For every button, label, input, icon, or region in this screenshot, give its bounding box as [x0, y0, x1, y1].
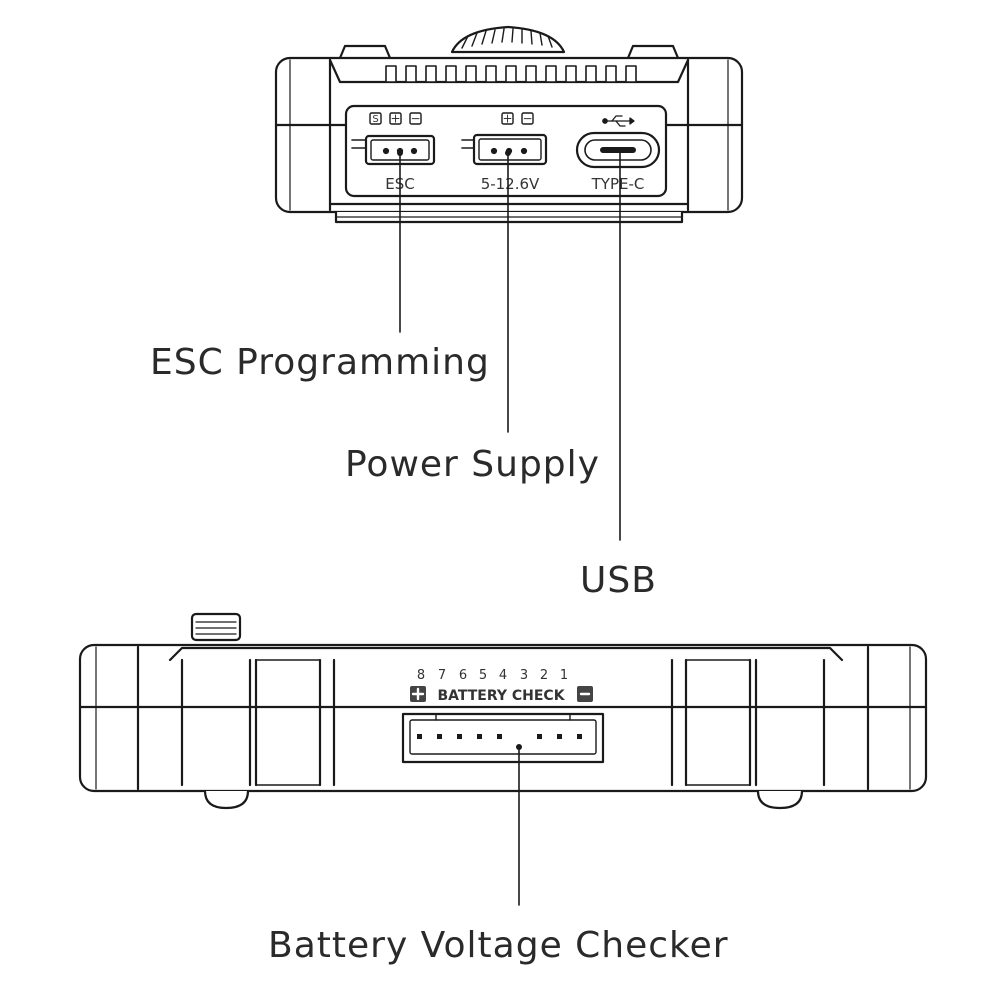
esc-port-symbol-plus: + [390, 112, 400, 126]
usb-callout: USB [580, 560, 657, 601]
pin-number-6: 6 [459, 668, 467, 683]
balance-connector [401, 712, 605, 764]
bottom-view-device [78, 612, 928, 810]
power-port-label: 5-12.6V [481, 175, 540, 193]
foot-left [203, 789, 250, 810]
usb-port-label: TYPE-C [591, 175, 645, 193]
pin-number-7: 7 [438, 668, 446, 683]
pin-number-4: 4 [499, 668, 507, 683]
top-view-device [274, 25, 744, 224]
esc-port-symbol-minus: − [410, 112, 420, 126]
pin-number-3: 3 [520, 668, 528, 683]
pin-number-2: 2 [540, 668, 548, 683]
pin-number-5: 5 [479, 668, 487, 683]
esc-programming-callout: ESC Programming [150, 342, 490, 383]
battery-check-label: BATTERY CHECK [437, 688, 565, 704]
side-knob [190, 612, 242, 642]
power-supply-callout: Power Supply [345, 444, 600, 485]
dial-wheel [450, 25, 566, 54]
battery-voltage-checker-callout: Battery Voltage Checker [268, 925, 729, 966]
power-port-symbol-minus: − [522, 112, 532, 126]
pin-number-8: 8 [417, 668, 425, 683]
foot-right [756, 789, 804, 810]
usb-icon [602, 115, 635, 127]
esc-port-symbol-s: S [372, 114, 378, 125]
power-port-symbol-plus: + [502, 112, 512, 126]
pin-number-1: 1 [560, 668, 568, 683]
